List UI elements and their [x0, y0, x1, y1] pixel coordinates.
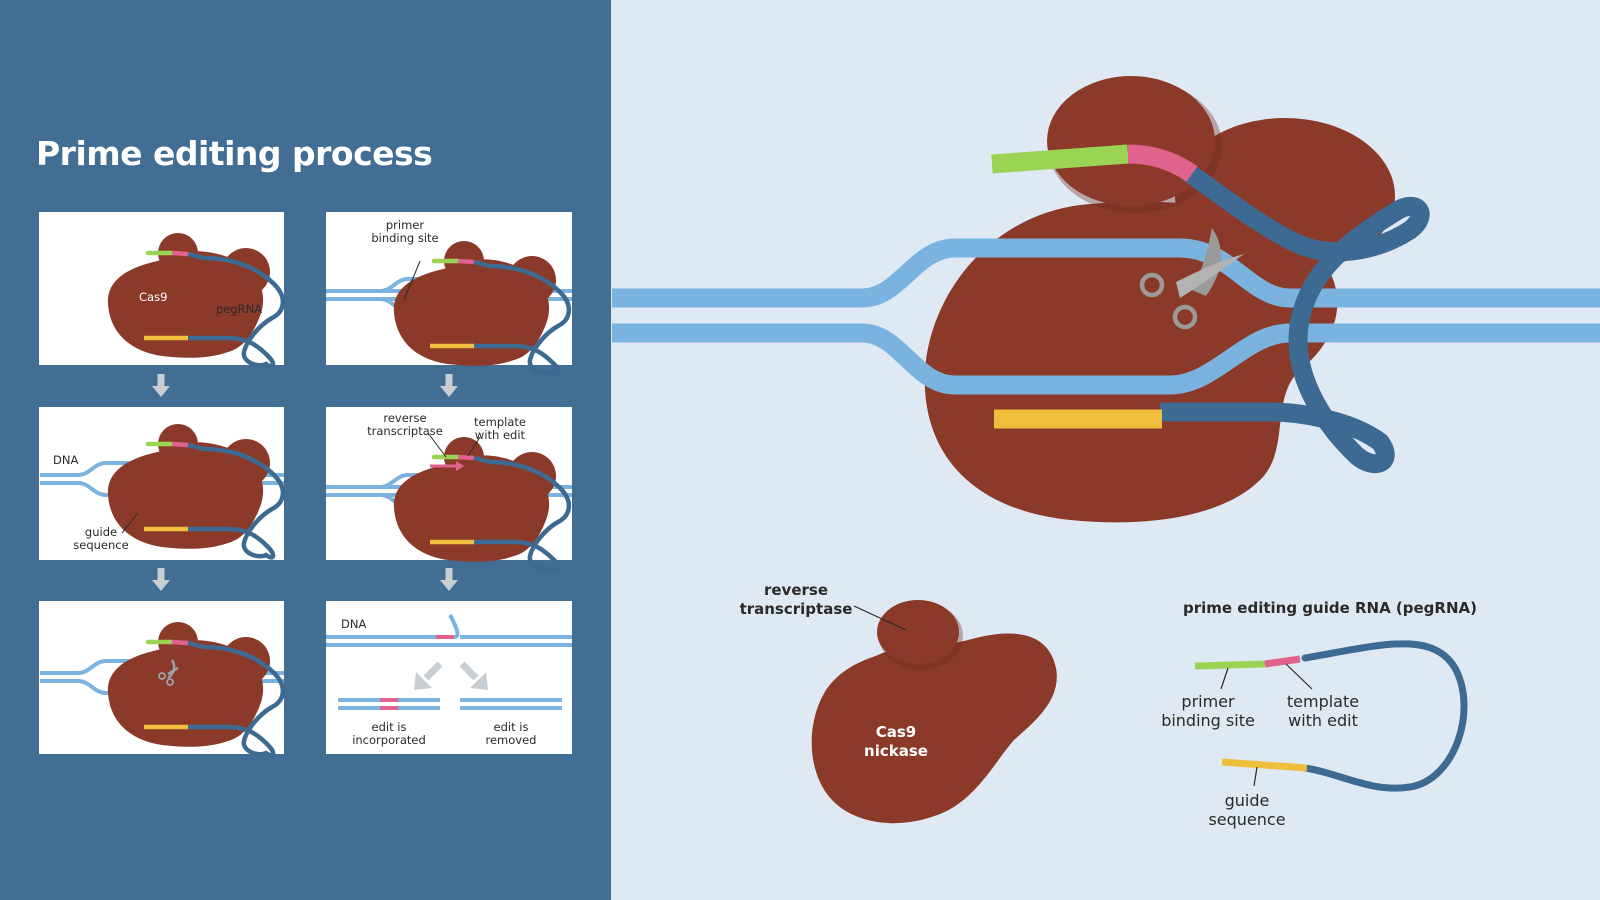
pegrna-legend-template-line1: template — [1287, 692, 1359, 711]
pegrna-legend-primer — [1194, 660, 1266, 670]
pegrna-legend-template-line2: with edit — [1288, 711, 1358, 730]
large-primer-binding-site — [991, 144, 1129, 174]
step-5-rt-label-line1: reverse — [383, 411, 426, 425]
step-5-panel: reverse transcriptase template with edit — [326, 407, 572, 570]
pegrna-legend-guide-line2: sequence — [1208, 810, 1285, 829]
step-6-panel: DNA edit is incorporated edit is removed — [326, 601, 572, 754]
pegrna-legend: prime editing guide RNA (pegRNA) primer … — [1161, 599, 1477, 829]
step-2-panel: DNA guide sequence — [38, 407, 286, 560]
pegrna-legend-pbs-line1: primer — [1181, 692, 1235, 711]
step-5-template-label-line1: template — [474, 415, 526, 429]
pegrna-legend-title: prime editing guide RNA (pegRNA) — [1183, 599, 1477, 617]
scissors-icon — [1139, 228, 1244, 330]
cas9-nickase-shape — [811, 633, 1057, 824]
pegrna-legend-strand — [1301, 640, 1468, 792]
step-4-pbs-label-line1: primer — [386, 218, 425, 232]
step-6-incorporated-line1: edit is — [372, 720, 407, 734]
split-arrow-left-icon — [414, 661, 443, 690]
step-1-pegrna-label: pegRNA — [216, 302, 262, 316]
step-4-panel: primer binding site — [326, 212, 572, 374]
step-4-pbs-label-line2: binding site — [371, 231, 438, 245]
step-2-guide-label-line2: sequence — [73, 538, 128, 552]
step-arrow-icon — [440, 568, 458, 591]
large-pegrna-strand — [1178, 162, 1430, 474]
step-6-removed-line1: edit is — [494, 720, 529, 734]
large-cas9-body — [924, 201, 1338, 523]
legend-rt-label-line1: reverse — [764, 581, 828, 599]
pegrna-legend-template — [1264, 655, 1301, 668]
step-6-dna-label: DNA — [341, 617, 366, 631]
cas9-nickase-legend: reverse transcriptase Cas9 nickase — [740, 581, 1057, 824]
large-reverse-transcriptase — [1047, 76, 1215, 206]
legend-rt-label-line2: transcriptase — [740, 600, 853, 618]
legend-cas9-label-line1: Cas9 — [876, 723, 917, 741]
page-title: Prime editing process — [36, 134, 433, 173]
legend-cas9-label-line2: nickase — [864, 742, 928, 760]
step-6-incorporated-line2: incorporated — [352, 733, 426, 747]
reverse-transcriptase-shape — [877, 600, 959, 664]
large-complex — [612, 76, 1600, 523]
step-6-removed-line2: removed — [486, 733, 537, 747]
large-dna-lower-strand — [612, 323, 1600, 395]
step-5-rt-label-line2: transcriptase — [367, 424, 443, 438]
step-5-template-label-line2: with edit — [475, 428, 526, 442]
step-arrow-icon — [152, 374, 170, 397]
step-2-guide-label-line1: guide — [85, 525, 117, 539]
step-arrow-icon — [152, 568, 170, 591]
pegrna-legend-guide-line1: guide — [1225, 791, 1270, 810]
large-cas9-lobe — [1175, 118, 1395, 274]
step-3-panel — [38, 601, 286, 755]
step-2-dna-label: DNA — [53, 453, 78, 467]
large-template-with-edit — [1127, 144, 1198, 182]
step-1-panel: Cas9 pegRNA — [39, 212, 284, 366]
step-arrow-icon — [440, 374, 458, 397]
pegrna-legend-pbs-line2: binding site — [1161, 711, 1255, 730]
large-dna-upper-strand — [612, 238, 1600, 308]
step-1-cas9-label: Cas9 — [139, 290, 167, 304]
split-arrow-right-icon — [459, 661, 488, 690]
pegrna-legend-guide — [1221, 758, 1308, 772]
